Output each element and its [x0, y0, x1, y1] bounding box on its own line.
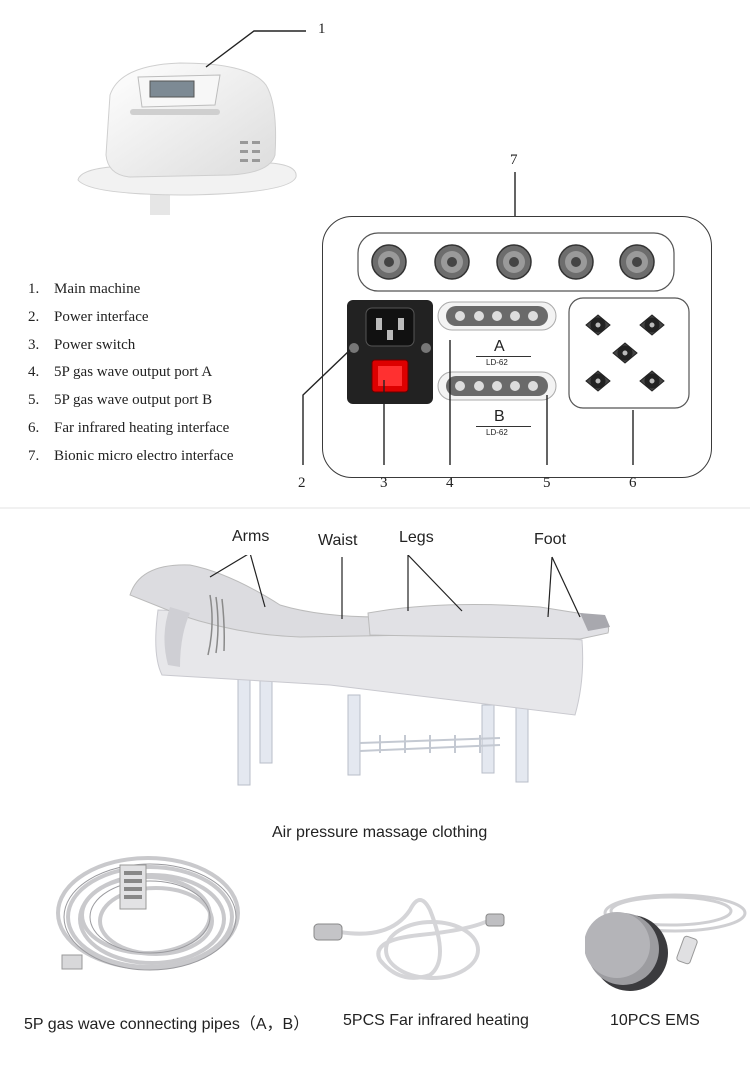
label-foot: Foot: [534, 531, 567, 548]
port-a-label-line: [476, 356, 531, 357]
far-infrared-interface: [568, 297, 690, 409]
gas-pipes-image: [56, 856, 240, 971]
component-legend: 1.Main machine 2.Power interface 3.Power…: [28, 276, 234, 471]
port-b-label-line: [476, 426, 531, 427]
callout-number-1: 1: [318, 21, 326, 37]
label-waist: Waist: [318, 532, 358, 549]
far-infrared-cable-image: [313, 898, 505, 980]
legend-item: 4.5P gas wave output port A: [28, 364, 213, 381]
caption-clothing: Air pressure massage clothing: [272, 824, 488, 841]
callout-number-3: 3: [380, 475, 388, 491]
caption-gas-pipes: 5P gas wave connecting pipes（A，B）: [24, 1016, 310, 1033]
label-arms: Arms: [232, 528, 270, 545]
port-a-model: LD-62: [486, 358, 508, 367]
callout-number-7: 7: [510, 152, 518, 168]
port-a-label: A: [494, 338, 505, 355]
legend-item: 2.Power interface: [28, 308, 149, 325]
legend-item: 1.Main machine: [28, 281, 141, 297]
gas-port-a: [437, 301, 557, 331]
caption-far-infrared: 5PCS Far infrared heating: [343, 1012, 529, 1029]
callout-number-6: 6: [629, 475, 637, 491]
main-machine-image: [77, 62, 297, 215]
panel-callout-lines: [302, 340, 634, 465]
callout-number-5: 5: [543, 475, 551, 491]
callout-number-4: 4: [446, 475, 454, 491]
ems-pads-image: [585, 893, 747, 991]
legend-item: 6.Far infrared heating interface: [28, 419, 230, 436]
callout-number-2: 2: [298, 475, 306, 491]
port-b-model: LD-62: [486, 428, 508, 437]
callout-line-1: [205, 30, 306, 68]
power-interface: [347, 300, 433, 404]
legend-item: 3.Power switch: [28, 336, 136, 353]
legend-item: 5.5P gas wave output port B: [28, 392, 213, 409]
legend-item: 7.Bionic micro electro interface: [28, 447, 234, 464]
port-b-label: B: [494, 408, 505, 425]
ems-connector-icons: [371, 244, 655, 280]
section-divider: [0, 507, 750, 509]
caption-ems: 10PCS EMS: [610, 1012, 700, 1029]
gas-port-b: [437, 371, 557, 401]
massage-clothing-image: [129, 555, 610, 786]
label-legs: Legs: [399, 529, 434, 546]
